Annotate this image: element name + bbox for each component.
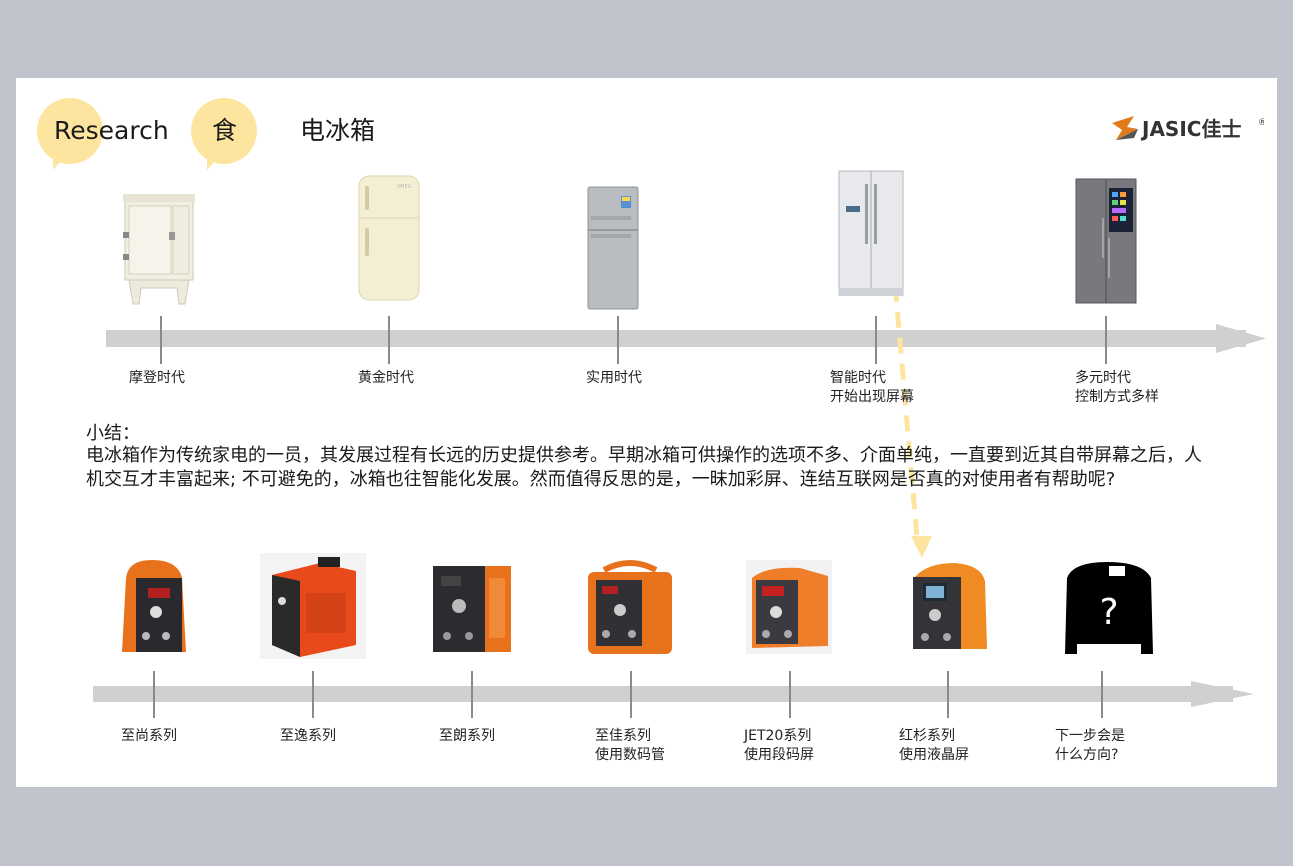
- fridge-timeline-arrow: [106, 324, 1266, 353]
- research-bubble: [37, 98, 103, 170]
- question-mark: ?: [1099, 592, 1118, 633]
- welder-zhiyi: [260, 553, 366, 659]
- welder-label-next: 下一步会是 什么方向?: [1055, 728, 1125, 763]
- welder-hongshan: [913, 563, 987, 649]
- slide: Research 食 电冰箱 JASIC佳士 ®: [16, 78, 1277, 787]
- svg-text:SMEG: SMEG: [397, 184, 412, 190]
- fridge-silver-two-door: [587, 186, 639, 310]
- logo-text: JASIC佳士: [1140, 117, 1241, 141]
- fridge-side-by-side: [838, 170, 904, 296]
- welder-label-zhijia: 至佳系列 使用数码管: [595, 728, 665, 763]
- timeline-graphics: [93, 236, 1266, 718]
- fridge-label-practical: 实用时代: [586, 370, 642, 386]
- fridge-label-smart: 智能时代 开始出现屏幕: [830, 370, 914, 405]
- fridge-smart-screen: [1075, 178, 1137, 304]
- welder-zhilang: [433, 566, 511, 652]
- welder-label-jet20: JET20系列 使用段码屏: [744, 728, 814, 763]
- welder-label-hongshan: 红杉系列 使用液晶屏: [899, 728, 969, 763]
- food-label: 食: [212, 116, 238, 145]
- fridge-label-modern: 摩登时代: [129, 370, 185, 386]
- fridge-label-golden: 黄金时代: [358, 370, 414, 386]
- fridge-label-diverse: 多元时代 控制方式多样: [1075, 370, 1159, 405]
- research-label: Research: [54, 116, 169, 145]
- welder-zhishang: [122, 560, 186, 652]
- welder-unknown-next: ?: [1065, 562, 1153, 654]
- summary-body: 电冰箱作为传统家电的一员，其发展过程有长远的历史提供参考。早期冰箱可供操作的选项…: [86, 445, 1202, 490]
- welder-label-zhiyi: 至逸系列: [280, 728, 336, 744]
- page-title: 电冰箱: [300, 116, 376, 145]
- welder-timeline-arrow: [93, 681, 1254, 707]
- food-bubble: [191, 98, 257, 170]
- fridge-retro-cream: SMEG: [358, 175, 420, 301]
- welder-label-zhishang: 至尚系列: [121, 728, 177, 744]
- jasic-logo: JASIC佳士 ®: [1112, 116, 1264, 141]
- welder-jet20: [746, 560, 832, 654]
- fridge-vintage-icebox: [123, 194, 195, 305]
- summary-title: 小结：: [86, 423, 140, 444]
- welder-label-zhilang: 至朗系列: [439, 728, 495, 744]
- welder-zhijia: [588, 560, 672, 654]
- logo-mark: ®: [1258, 118, 1264, 128]
